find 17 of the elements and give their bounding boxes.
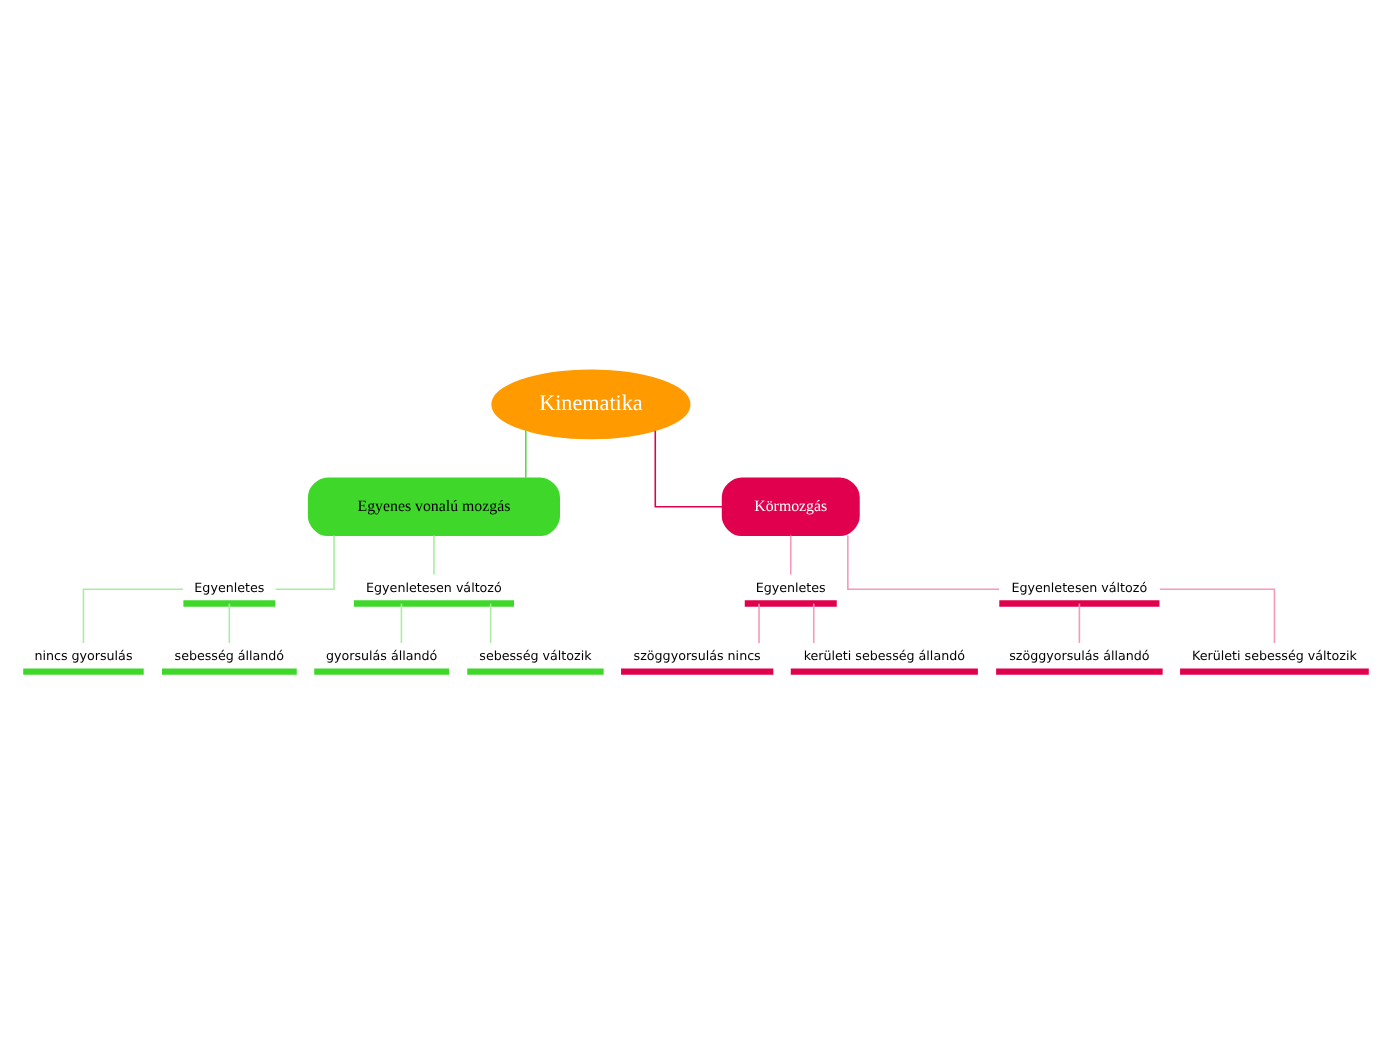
connector bbox=[400, 601, 403, 643]
node-box: Körmozgás bbox=[721, 476, 860, 536]
connector bbox=[758, 601, 760, 643]
connector bbox=[489, 601, 492, 643]
connector bbox=[525, 428, 527, 478]
connector bbox=[1159, 587, 1276, 643]
connector bbox=[433, 533, 435, 575]
connector bbox=[847, 533, 1000, 589]
connector bbox=[812, 601, 815, 643]
node-box: Egyenes vonalú mozgás bbox=[307, 476, 560, 536]
connector bbox=[274, 533, 335, 589]
connector bbox=[228, 601, 231, 643]
node-ellipse: Kinematika bbox=[491, 368, 691, 439]
connector bbox=[789, 533, 792, 575]
connector bbox=[654, 429, 723, 507]
connector bbox=[1078, 601, 1081, 643]
connector bbox=[82, 587, 184, 643]
